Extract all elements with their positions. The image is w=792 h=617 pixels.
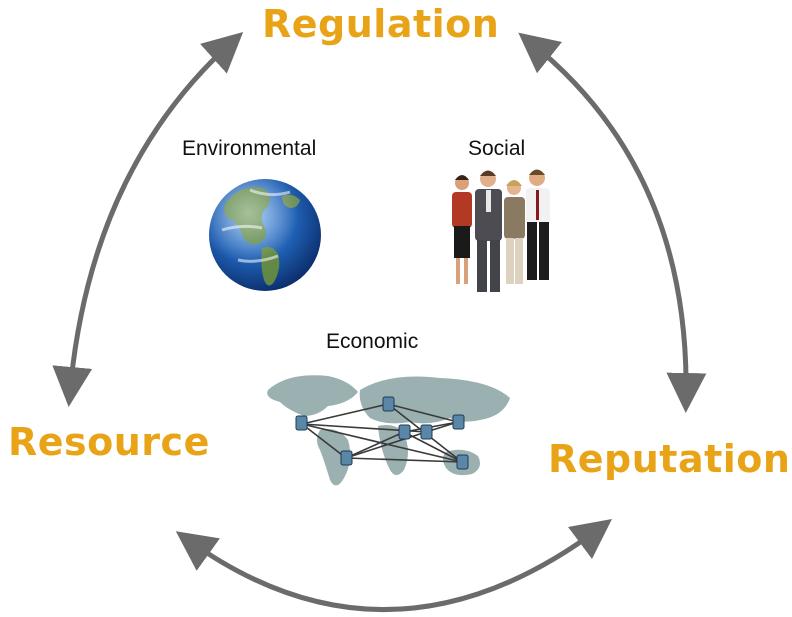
arrow-regulation-reputation	[518, 32, 707, 413]
regulation-label: Regulation	[262, 2, 500, 46]
arrow-regulation-resource	[52, 31, 244, 407]
resource-label: Resource	[8, 420, 210, 464]
arrow-resource-reputation	[175, 519, 613, 612]
world-network-map-icon	[267, 375, 510, 486]
social-label: Social	[468, 137, 526, 160]
economic-label: Economic	[326, 330, 419, 353]
environmental-label: Environmental	[182, 137, 317, 160]
earth-globe-icon	[209, 179, 321, 291]
business-people-icon	[452, 169, 550, 292]
reputation-label: Reputation	[548, 437, 791, 481]
